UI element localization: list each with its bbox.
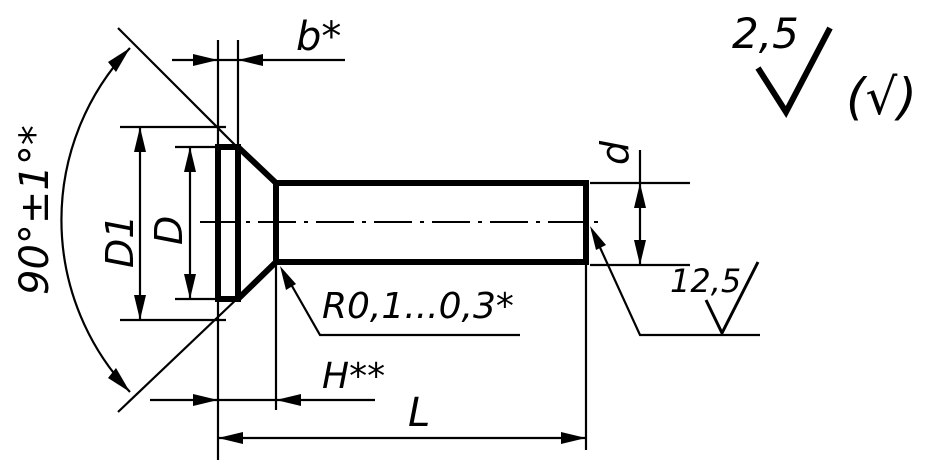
roughness-main-value: 2,5: [732, 9, 799, 58]
label-angle: 90°±1°*: [12, 125, 58, 295]
label-h: H**: [322, 356, 385, 397]
roughness-check-shank-icon: [704, 261, 760, 337]
labels: b* D1 D d 90°±1°* R0,1...0,3* H** L 2,5 …: [12, 9, 917, 436]
roughness-symbols: [704, 26, 833, 337]
roughness-main-suffix: (√): [846, 68, 917, 126]
label-b: b*: [296, 14, 341, 60]
label-radius: R0,1...0,3*: [322, 286, 514, 327]
label-d-head: D: [147, 216, 191, 245]
leaders: [280, 226, 760, 337]
label-shank-d: d: [593, 140, 637, 165]
dimension-lines: [60, 47, 646, 444]
label-d1: D1: [98, 215, 142, 268]
roughness-shank-value: 12,5: [670, 262, 741, 300]
roughness-check-main-icon: [755, 26, 833, 118]
label-l: L: [408, 390, 430, 436]
